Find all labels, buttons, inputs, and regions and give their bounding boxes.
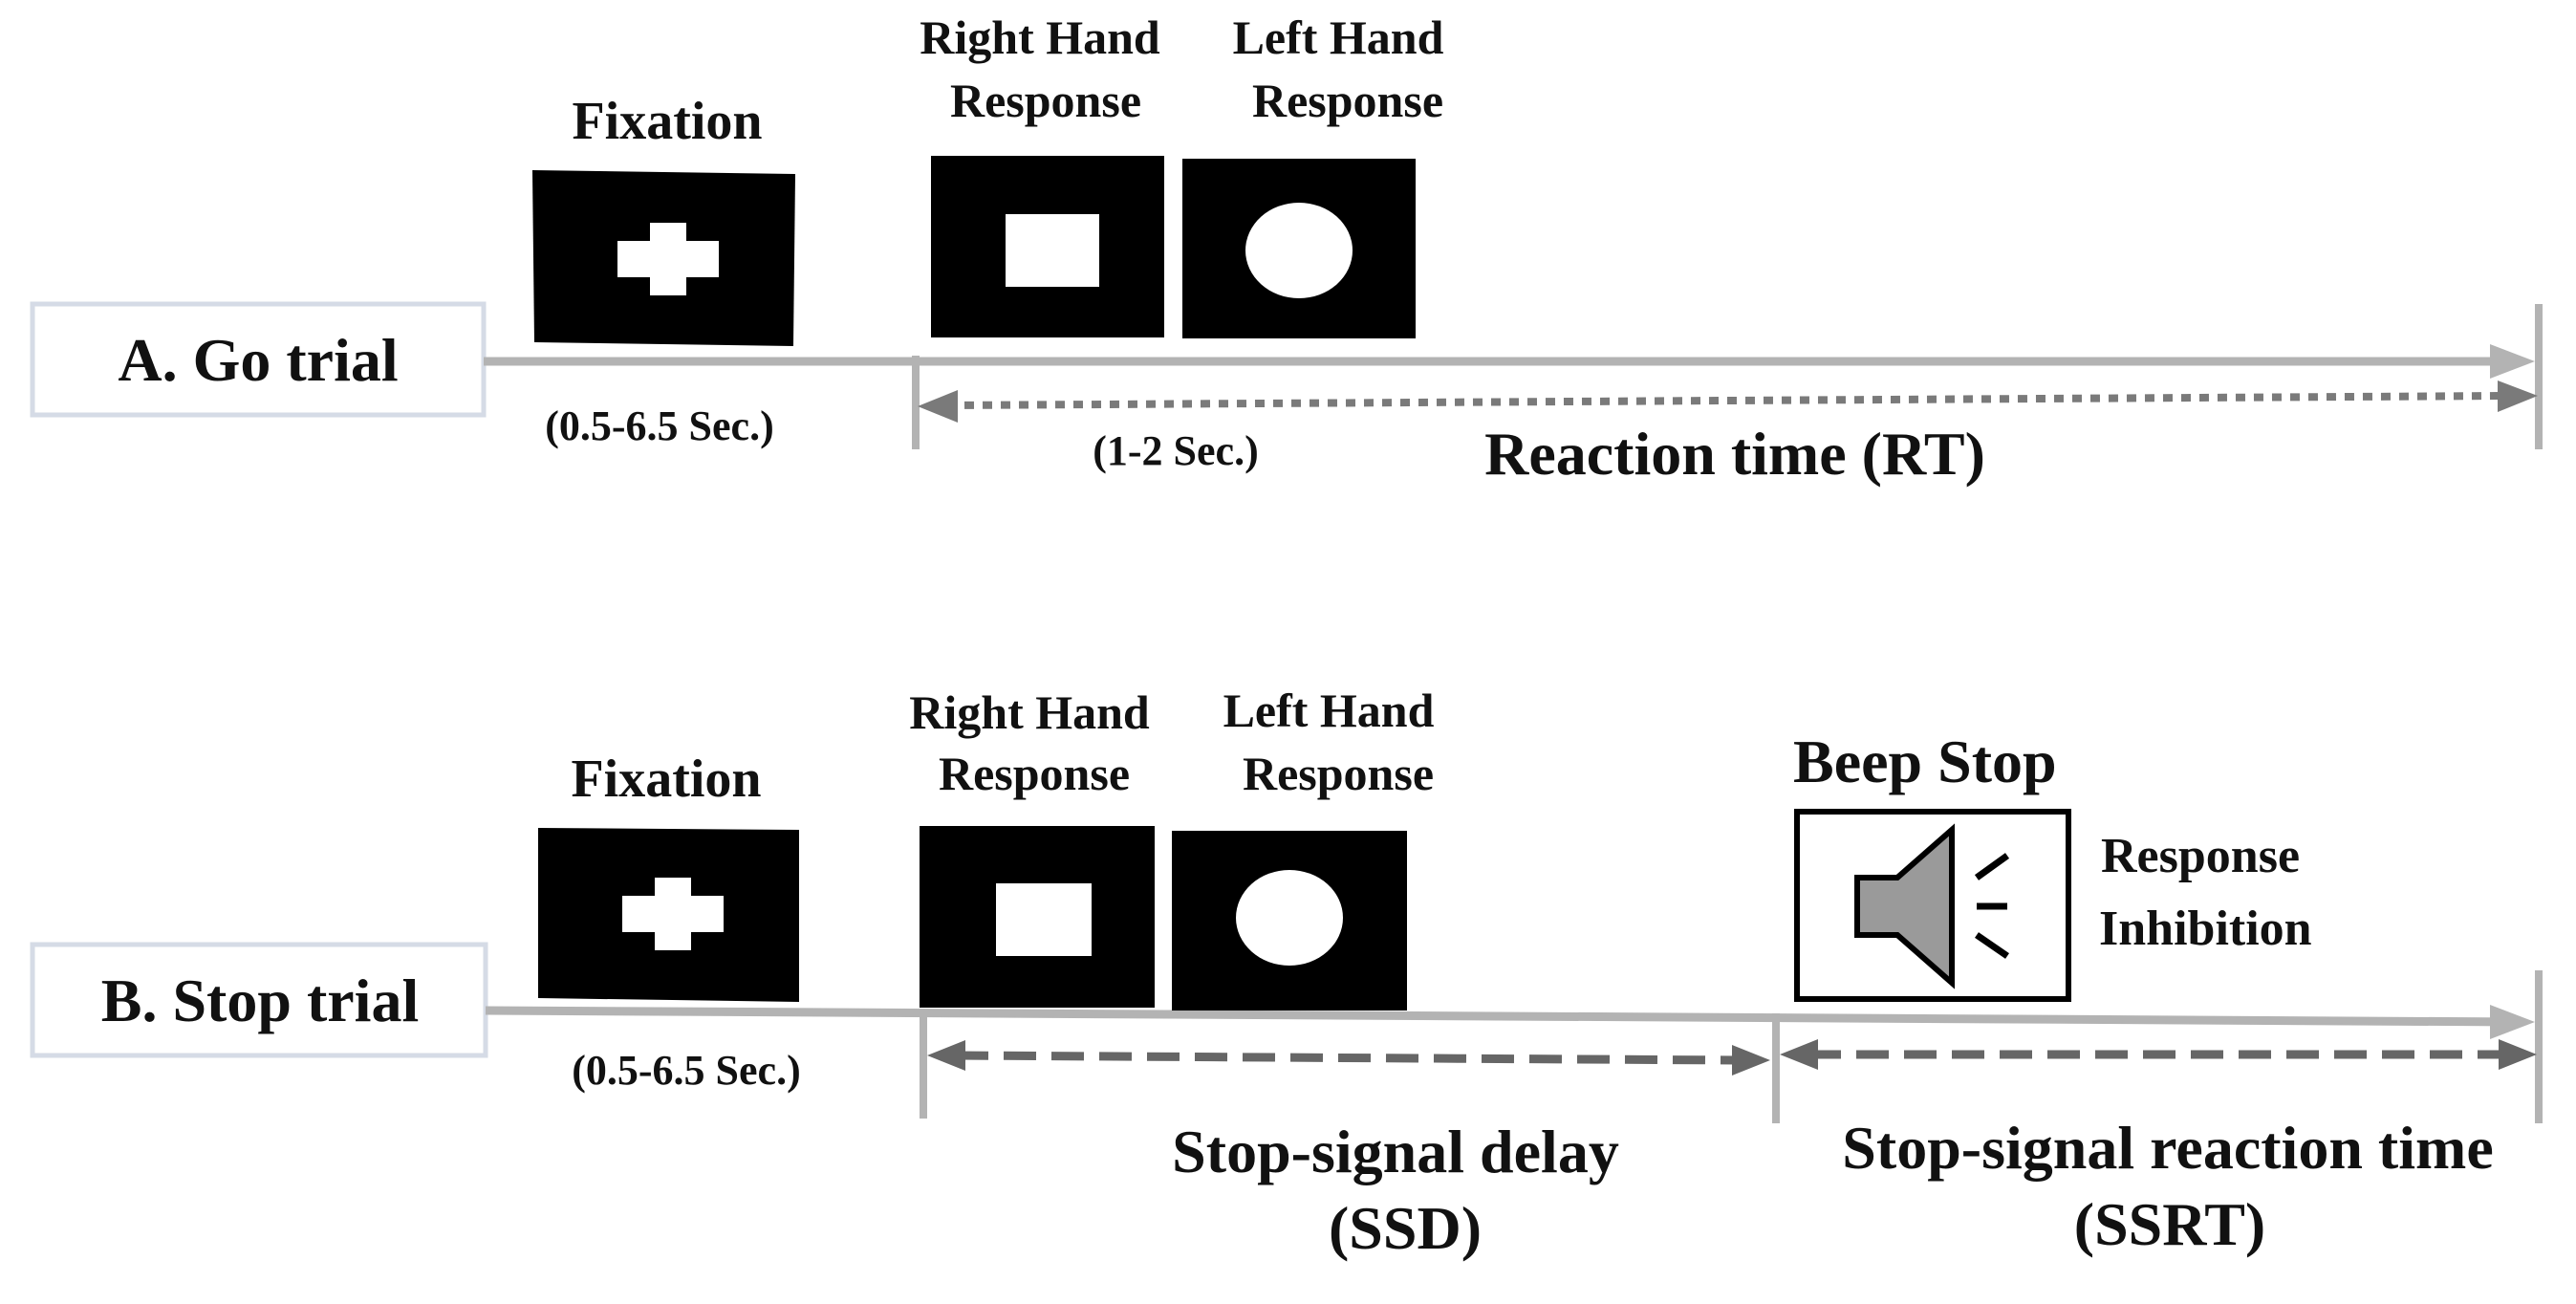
stop-fixation-duration: (0.5-6.5 Sec.) (572, 1047, 801, 1094)
stop-trial-label: B. Stop trial (101, 967, 419, 1034)
speaker-icon (1854, 823, 2010, 989)
ssd-arrow-left-head (927, 1040, 965, 1071)
go-rt-arrow-left-head (918, 390, 958, 423)
beep-stop-title: Beep Stop (1793, 728, 2057, 795)
go-reaction-time-label: Reaction time (RT) (1484, 420, 1985, 488)
go-fixation-duration: (0.5-6.5 Sec.) (545, 402, 774, 449)
go-trial-label: A. Go trial (118, 326, 398, 394)
ssd-label-1: Stop-signal delay (1172, 1118, 1619, 1185)
ssd-label-2: (SSD) (1329, 1194, 1482, 1262)
go-left-hand-label-1: Left Hand (1233, 11, 1444, 64)
go-rt-dotted-arrow (945, 392, 2510, 409)
stop-trial-panel: B. Stop trial Fixation (0.5-6.5 Sec.) Ri… (30, 684, 2543, 1262)
square-stimulus-icon (1006, 214, 1099, 287)
go-timeline-arrowhead (2490, 344, 2535, 379)
square-stimulus-icon (996, 883, 1092, 956)
stop-trial-label-box (30, 942, 488, 1058)
go-response-window: (1-2 Sec.) (1093, 427, 1259, 474)
response-inhibition-label-2: Inhibition (2099, 902, 2312, 956)
fixation-cross-icon (622, 878, 724, 950)
ssrt-label-2: (SSRT) (2074, 1190, 2265, 1258)
ssrt-arrow-left-head (1780, 1039, 1818, 1070)
stop-timeline (485, 1006, 2524, 1027)
go-fixation-title: Fixation (572, 92, 762, 151)
stop-left-hand-label-1: Left Hand (1223, 684, 1435, 737)
circle-stimulus-icon (1236, 870, 1343, 966)
ssd-arrow-right-head (1732, 1045, 1770, 1076)
go-trial-panel: A. Go trial Fixation (0.5-6.5 Sec.) Righ… (30, 11, 2543, 488)
stop-timeline-arrowhead (2490, 1005, 2535, 1039)
stop-right-hand-label-2: Response (939, 747, 1130, 800)
go-right-hand-label-2: Response (950, 74, 1141, 127)
stop-left-hand-label-2: Response (1243, 747, 1434, 800)
ssrt-label-1: Stop-signal reaction time (1842, 1114, 2493, 1182)
go-trial-label-box (30, 301, 487, 418)
ssd-dashed-arrow (955, 1051, 1739, 1065)
response-inhibition-label-1: Response (2101, 829, 2300, 883)
go-rt-arrow-right-head (2498, 380, 2538, 412)
fixation-cross-icon (617, 223, 719, 295)
stop-fixation-title: Fixation (571, 750, 761, 809)
stop-right-hand-label-1: Right Hand (909, 685, 1150, 739)
ssrt-arrow-right-head (2499, 1039, 2537, 1070)
go-right-hand-label-1: Right Hand (920, 11, 1160, 64)
circle-stimulus-icon (1245, 203, 1353, 298)
go-left-hand-label-2: Response (1252, 74, 1443, 127)
